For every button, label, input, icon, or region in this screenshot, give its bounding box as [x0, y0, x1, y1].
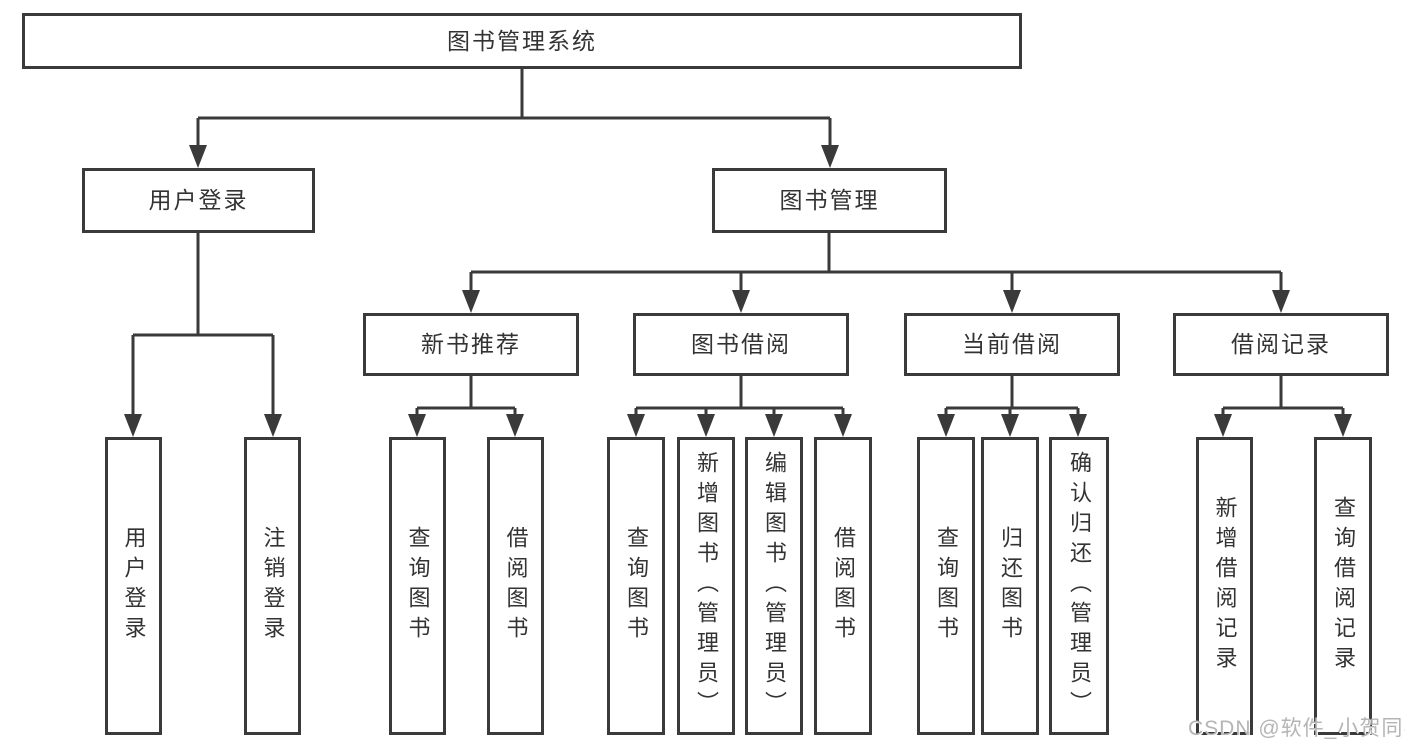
leaf-label: 新增图书（管理员） — [694, 451, 719, 721]
node-current-borrow: 当前借阅 — [904, 313, 1120, 376]
leaf-label: 确认归还（管理员） — [1067, 451, 1092, 721]
leaf-query-books-current: 查询图书 — [917, 437, 975, 735]
leaf-add-books-admin: 新增图书（管理员） — [677, 437, 735, 735]
node-label: 当前借阅 — [962, 331, 1062, 357]
leaf-logout: 注销登录 — [244, 437, 301, 735]
node-user-login: 用户登录 — [82, 168, 315, 233]
leaf-borrow-books-recommend: 借阅图书 — [487, 437, 544, 735]
leaf-user-login: 用户登录 — [105, 437, 162, 735]
node-library-management-system: 图书管理系统 — [22, 13, 1022, 69]
leaf-query-books-recommend: 查询图书 — [389, 437, 446, 735]
leaf-label: 借阅图书 — [831, 526, 856, 646]
leaf-label: 编辑图书（管理员） — [762, 451, 787, 721]
node-label: 图书借阅 — [691, 331, 791, 357]
node-borrow-records: 借阅记录 — [1173, 313, 1389, 376]
csdn-watermark: CSDN @软件_小贺同学 — [1188, 717, 1405, 740]
node-label: 新书推荐 — [421, 331, 521, 357]
node-label: 借阅记录 — [1231, 331, 1331, 357]
leaf-label: 归还图书 — [998, 526, 1023, 646]
node-label: 用户登录 — [148, 187, 249, 213]
leaf-label: 借阅图书 — [503, 526, 529, 646]
leaf-add-borrow-record: 新增借阅记录 — [1196, 437, 1253, 735]
leaf-query-borrow-record: 查询借阅记录 — [1314, 437, 1372, 735]
node-new-book-recommend: 新书推荐 — [363, 313, 579, 376]
node-label: 图书管理系统 — [447, 27, 597, 54]
leaf-label: 新增借阅记录 — [1212, 496, 1238, 676]
leaf-confirm-return-admin: 确认归还（管理员） — [1049, 437, 1109, 735]
leaf-borrow-books: 借阅图书 — [814, 437, 872, 735]
leaf-label: 查询图书 — [624, 526, 649, 646]
leaf-return-books: 归还图书 — [981, 437, 1039, 735]
node-book-management: 图书管理 — [712, 168, 947, 233]
leaf-edit-books-admin: 编辑图书（管理员） — [745, 437, 803, 735]
node-label: 图书管理 — [779, 187, 880, 213]
leaf-label: 用户登录 — [121, 526, 147, 646]
leaf-label: 查询图书 — [405, 526, 431, 646]
leaf-label: 注销登录 — [260, 526, 286, 646]
leaf-query-books-borrow: 查询图书 — [607, 437, 665, 735]
arrowheads — [124, 145, 1352, 437]
node-book-borrow: 图书借阅 — [633, 313, 849, 376]
leaf-label: 查询借阅记录 — [1331, 496, 1356, 676]
leaf-label: 查询图书 — [934, 526, 959, 646]
